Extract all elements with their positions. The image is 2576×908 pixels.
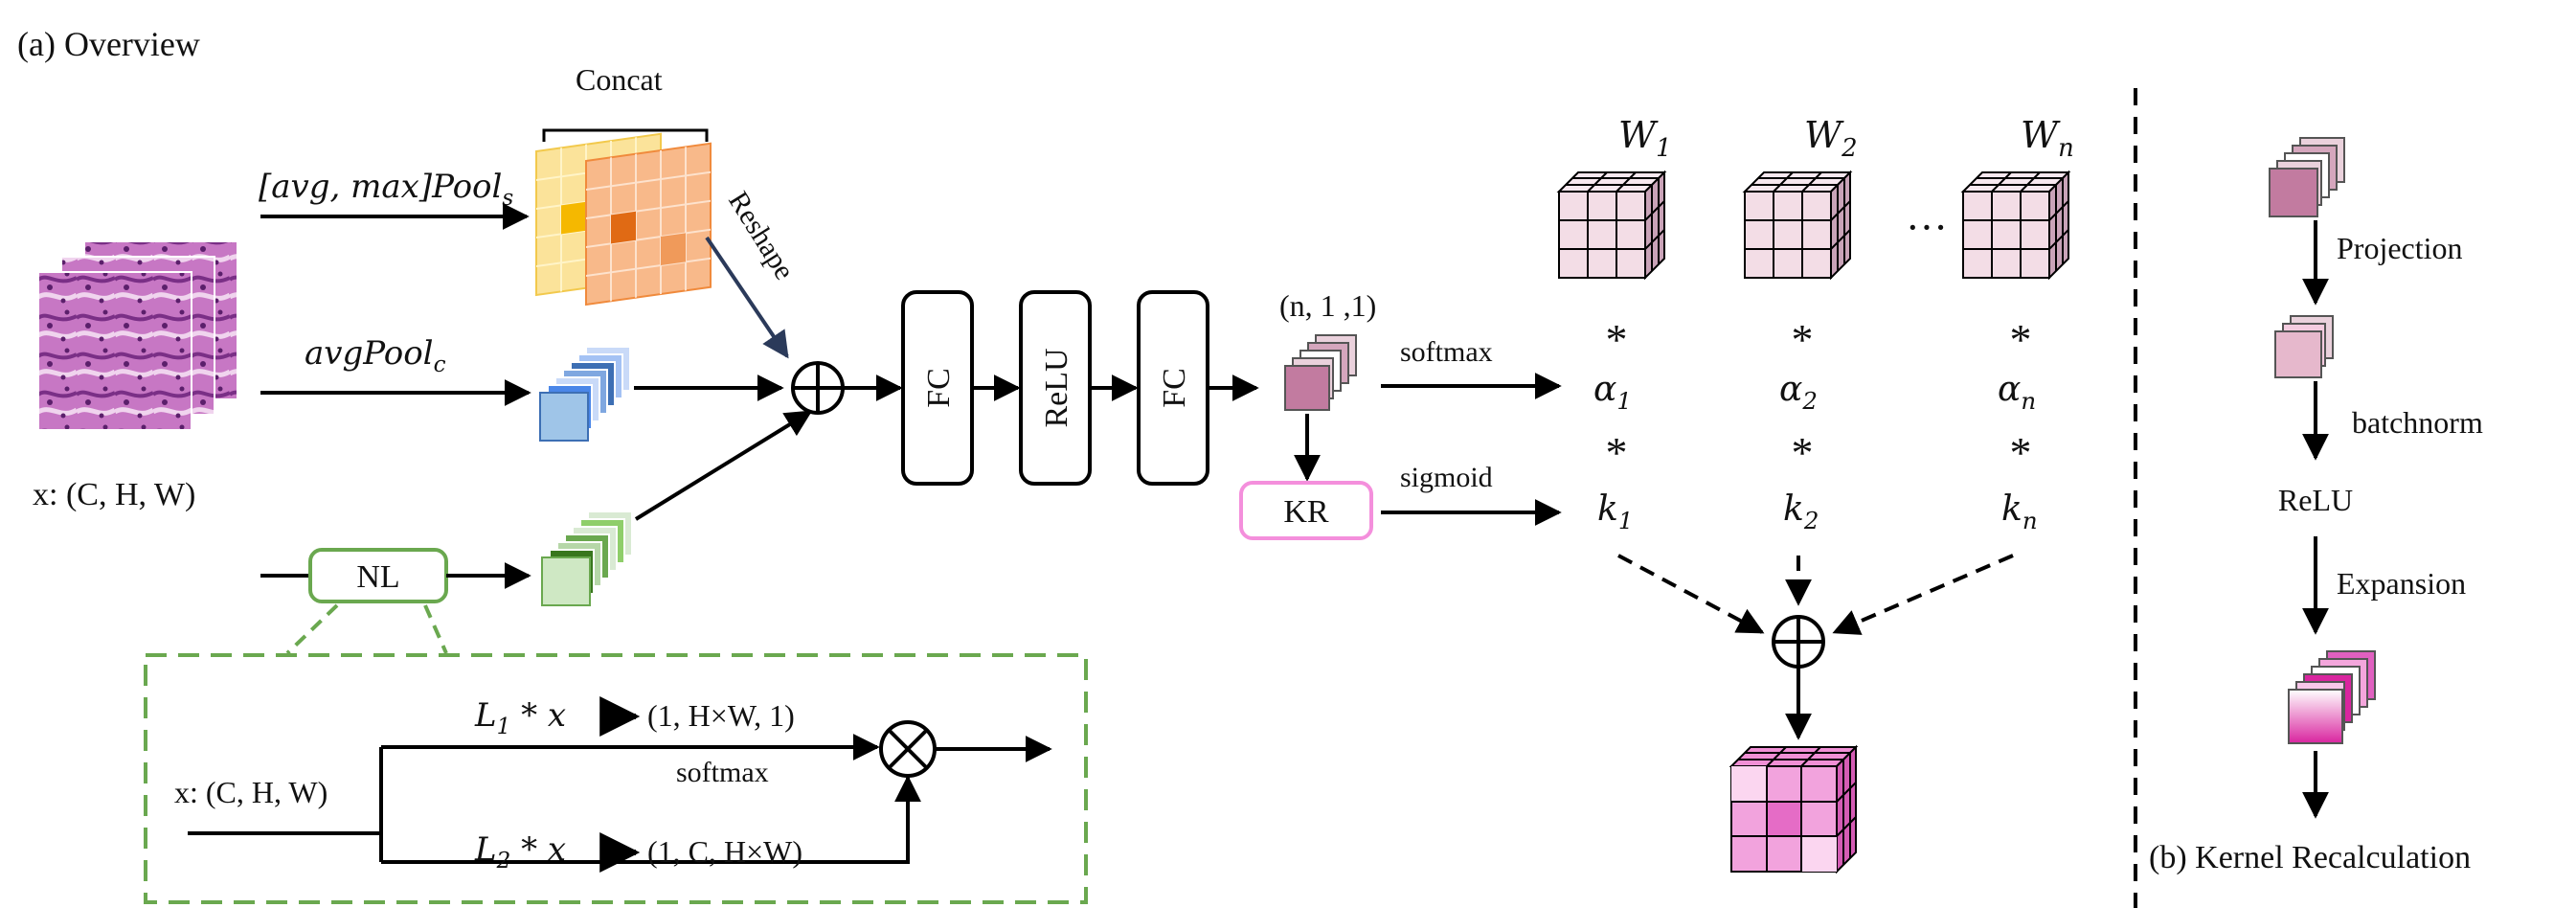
pool-s-label: [avg, max]Pools [259, 168, 513, 211]
dashed-arrow-kn [1832, 554, 2014, 635]
kr-input-stack [2269, 137, 2345, 217]
softmax-label: softmax [1400, 336, 1493, 368]
pool-c-feature-stack [539, 346, 631, 442]
star-na: * [2010, 315, 2032, 364]
attention-vector-stack [1284, 334, 1357, 411]
kr-step-relu: ReLU [2278, 483, 2353, 517]
concat-feature-maps [535, 132, 712, 306]
k-1-label: k1 [1597, 489, 1633, 534]
input-shape-label: x: (C, H, W) [33, 477, 195, 512]
fc2-label: FC [1157, 368, 1192, 408]
kr-title: (b) Kernel Recalculation [2149, 840, 2471, 875]
arrow-nl-to-sum [634, 410, 813, 521]
nl-label: NL [356, 559, 399, 595]
ellipsis: ··· [1906, 204, 1948, 251]
kernel-cube-w1 [1556, 170, 1667, 281]
nl-detail-input-label: x: (C, H, W) [174, 775, 328, 809]
kernel-cube-w2 [1742, 170, 1853, 281]
k-2-label: k2 [1783, 489, 1819, 534]
aggregate-sum-node [1772, 615, 1825, 669]
reshape-label: Reshape [722, 186, 801, 285]
k-n-label: kn [2001, 489, 2038, 534]
concat-bracket [542, 128, 709, 142]
kernel-cube-wn [1960, 170, 2071, 281]
alpha-2-label: α2 [1779, 370, 1818, 415]
l1-shape-label: (1, H×W, 1) [647, 698, 795, 733]
star-1a: * [1606, 315, 1628, 364]
l1-expression: L1 * x [474, 696, 566, 739]
star-nb: * [2010, 428, 2032, 477]
nl-zoom-left [285, 603, 339, 655]
fc1-label: FC [921, 368, 957, 408]
w2-label: W2 [1804, 114, 1858, 163]
l2-shape-label: (1, C, H×W) [647, 834, 802, 869]
input-image-stack [37, 240, 238, 431]
nl-bottom-branch-arrow [381, 775, 921, 864]
nl-feature-stack [541, 511, 633, 606]
output-kernel-cube [1729, 744, 1859, 874]
kr-step-projection: Projection [2337, 231, 2463, 265]
alpha-1-label: α1 [1593, 370, 1632, 415]
sum-node [791, 361, 845, 415]
nl-softmax-label: softmax [676, 757, 769, 788]
nl-zoom-right [423, 604, 448, 654]
matmul-node [879, 720, 937, 778]
kr-box [1239, 481, 1373, 540]
star-2b: * [1792, 428, 1814, 477]
star-1b: * [1606, 428, 1628, 477]
sigmoid-label: sigmoid [1400, 462, 1493, 493]
arrow-reshape [705, 236, 789, 359]
concat-label: Concat [576, 62, 663, 97]
w1-label: W1 [1618, 114, 1672, 163]
relu-label: ReLU [1039, 348, 1074, 427]
l2-expression: L2 * x [474, 830, 566, 874]
kr-step-expansion: Expansion [2337, 566, 2466, 601]
nl-detail-box [144, 653, 1088, 904]
kr-step-batchnorm: batchnorm [2352, 405, 2483, 440]
overview-title: (a) Overview [17, 25, 200, 63]
alpha-n-label: αn [1998, 370, 2036, 415]
star-2a: * [1792, 315, 1814, 364]
wn-label: Wn [2021, 114, 2074, 163]
kr-expanded-stack [2288, 650, 2376, 744]
shape-label: (n, 1 ,1) [1279, 288, 1376, 323]
pool-c-label: avgPoolc [305, 334, 446, 377]
dashed-arrow-k1 [1617, 554, 1765, 634]
kr-label: KR [1283, 494, 1329, 530]
kr-projected-stack [2274, 315, 2334, 378]
